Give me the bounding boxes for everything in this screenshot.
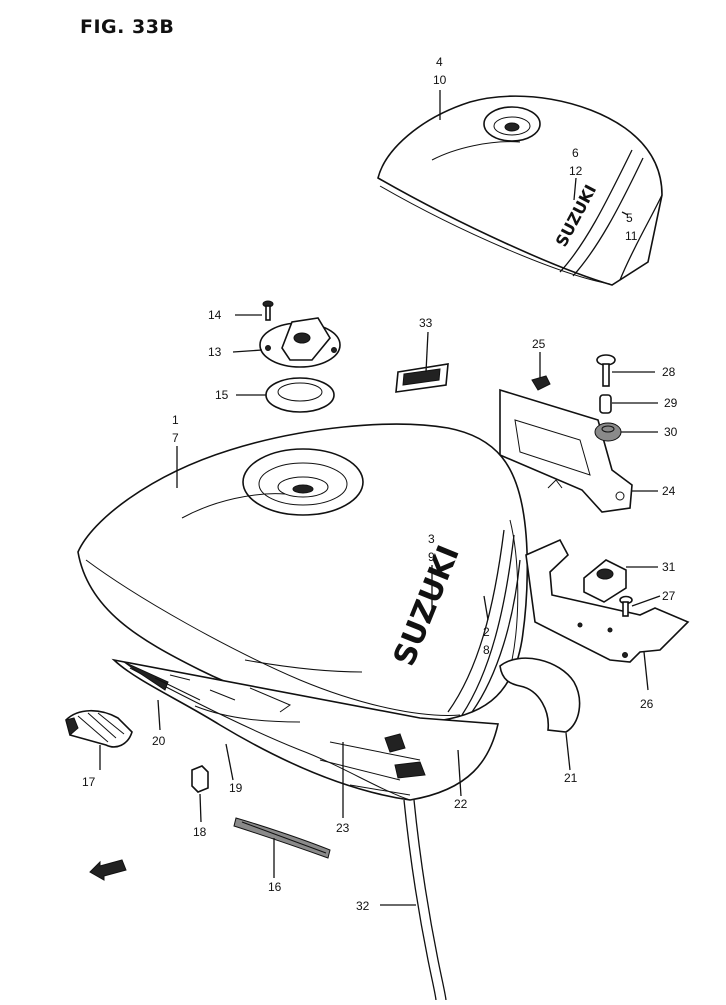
- callout-4: 4: [436, 55, 443, 69]
- callout-12: 12: [569, 164, 583, 178]
- side-cover: [111, 658, 499, 801]
- callout-33: 33: [419, 316, 433, 330]
- callout-15: 15: [215, 388, 229, 402]
- fuel-tank: SUZUKI: [77, 423, 529, 725]
- knee-grip-pad: [65, 709, 133, 748]
- callout-11: 11: [625, 229, 638, 243]
- callout-27: 27: [662, 589, 676, 603]
- callout-10: 10: [433, 73, 447, 87]
- callout-13: 13: [208, 345, 222, 359]
- part-callouts: 4 10 6 12 5 11 14 13 15 33 25 28 29 30 2…: [82, 55, 678, 913]
- callout-30: 30: [664, 425, 678, 439]
- figure-title: FIG. 33B: [80, 16, 175, 38]
- callout-16: 16: [268, 880, 282, 894]
- cap-bolt: [262, 300, 274, 321]
- callout-5: 5: [626, 211, 633, 225]
- rubber-damper: [191, 765, 209, 793]
- callout-2: 2: [483, 625, 490, 639]
- front-arrow-icon: [89, 859, 127, 881]
- callout-22: 22: [454, 797, 468, 811]
- trim-strip: [233, 817, 331, 859]
- callout-21: 21: [564, 771, 578, 785]
- cap-gasket: [265, 377, 335, 413]
- drain-hose: [403, 799, 447, 1001]
- leader-lines: [99, 90, 661, 906]
- cushion: [594, 422, 622, 442]
- callout-8: 8: [483, 643, 490, 657]
- callout-17: 17: [82, 775, 96, 789]
- callout-26: 26: [640, 697, 654, 711]
- callout-18: 18: [193, 825, 207, 839]
- callout-9: 9: [428, 550, 435, 564]
- frame-tube: [499, 657, 581, 733]
- callout-19: 19: [229, 781, 243, 795]
- callout-28: 28: [662, 365, 676, 379]
- callout-25: 25: [532, 337, 546, 351]
- collar: [599, 394, 612, 414]
- callout-3: 3: [428, 532, 435, 546]
- cushion-bolt: [596, 354, 616, 387]
- callout-29: 29: [664, 396, 678, 410]
- small-clip: [531, 375, 551, 391]
- caution-label: [395, 363, 449, 393]
- callout-1: 1: [172, 413, 179, 427]
- mount-screw: [619, 595, 633, 617]
- callout-24: 24: [662, 484, 676, 498]
- fuel-cap: [259, 317, 341, 368]
- callout-31: 31: [662, 560, 676, 574]
- callout-6: 6: [572, 146, 579, 160]
- callout-32: 32: [356, 899, 370, 913]
- callout-7: 7: [172, 431, 179, 445]
- callout-20: 20: [152, 734, 166, 748]
- callout-14: 14: [208, 308, 222, 322]
- tank-cover-top: SUZUKI: [377, 95, 663, 286]
- mount-cushion: [583, 559, 627, 603]
- callout-23: 23: [336, 821, 350, 835]
- mount-bracket: [525, 538, 690, 663]
